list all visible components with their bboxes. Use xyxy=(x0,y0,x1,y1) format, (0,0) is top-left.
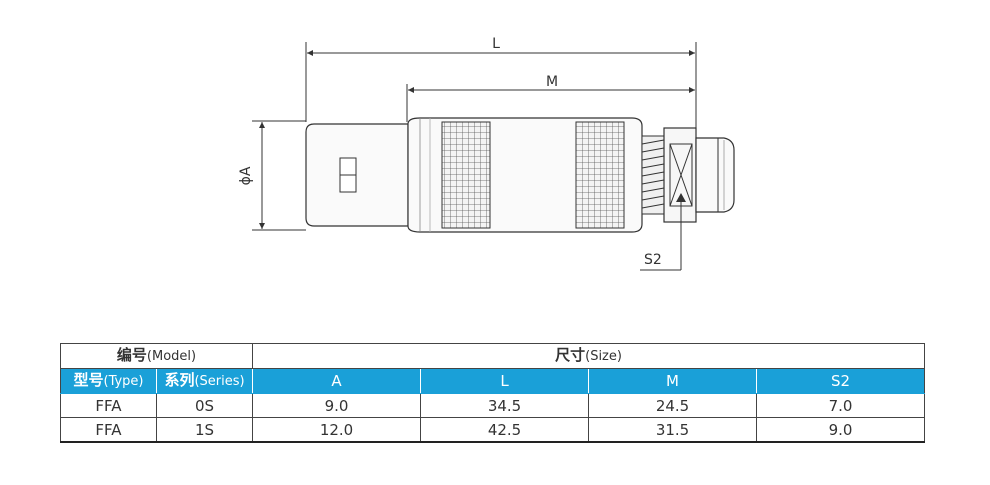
model-header: 编号(Model) xyxy=(59,343,254,369)
knurl-band-right xyxy=(575,121,625,229)
size-header: 尺寸(Size) xyxy=(252,343,926,369)
table-row: FFA 0S 9.0 34.5 24.5 7.0 xyxy=(60,393,926,418)
column-header-s2: S2 xyxy=(756,368,926,394)
cell-s2: 9.0 xyxy=(756,417,926,443)
column-header-l: L xyxy=(420,368,590,394)
cell-a: 12.0 xyxy=(252,417,422,443)
dimension-m: M xyxy=(406,74,695,122)
dimension-s2-label: S2 xyxy=(644,252,662,268)
series-header: 系列(Series) xyxy=(155,368,254,394)
size-header-cn: 尺寸 xyxy=(555,346,586,364)
table-header-row-2: 型号(Type) 系列(Series) A L M S2 xyxy=(60,368,926,394)
cell-type: FFA xyxy=(60,417,157,443)
hex-nut xyxy=(663,127,697,223)
table-row: FFA 1S 12.0 42.5 31.5 9.0 xyxy=(60,417,926,443)
dimension-a-label: ϕA xyxy=(238,166,254,185)
spec-table: 编号(Model) 尺寸(Size) 型号(Type) 系列(Series) A… xyxy=(59,343,926,443)
thread xyxy=(641,135,665,215)
model-header-cn: 编号 xyxy=(116,346,147,364)
cell-m: 24.5 xyxy=(588,393,758,418)
dimension-m-label: M xyxy=(546,74,558,90)
size-header-en: (Size) xyxy=(585,349,622,364)
column-header-m: M xyxy=(588,368,758,394)
knurl-band-left xyxy=(441,121,491,229)
cell-a: 9.0 xyxy=(252,393,422,418)
dimension-s2: S2 xyxy=(640,193,686,271)
connector-drawing: L M ϕA xyxy=(238,36,735,271)
cell-s2: 7.0 xyxy=(756,393,926,418)
dimension-a: ϕA xyxy=(238,120,306,231)
cell-type: FFA xyxy=(60,393,157,418)
cell-l: 42.5 xyxy=(420,417,590,443)
cell-series: 0S xyxy=(155,393,254,418)
cell-l: 34.5 xyxy=(420,393,590,418)
type-header-en: (Type) xyxy=(103,374,144,389)
connector-body xyxy=(305,117,735,233)
column-header-a: A xyxy=(252,368,422,394)
series-header-en: (Series) xyxy=(194,374,245,389)
dimension-l-label: L xyxy=(492,36,500,52)
cell-series: 1S xyxy=(155,417,254,443)
cell-m: 31.5 xyxy=(588,417,758,443)
table-header-row-1: 编号(Model) 尺寸(Size) xyxy=(59,343,926,369)
type-header: 型号(Type) xyxy=(60,368,157,394)
type-header-cn: 型号 xyxy=(73,371,104,389)
dimension-l: L xyxy=(305,36,697,128)
model-header-en: (Model) xyxy=(146,349,197,364)
series-header-cn: 系列 xyxy=(164,371,195,389)
